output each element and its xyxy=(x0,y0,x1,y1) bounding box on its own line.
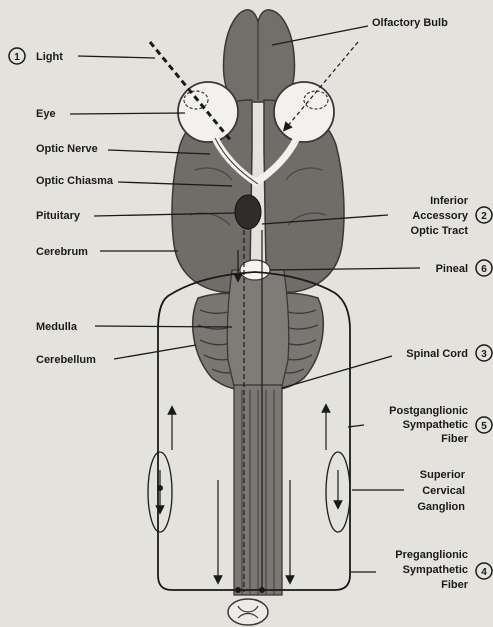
medulla xyxy=(227,270,289,395)
preganglionic-label-3: Fiber xyxy=(441,579,469,591)
preganglionic-number: 4 xyxy=(481,567,487,578)
eye-label: Eye xyxy=(36,108,56,120)
inferior-label-1: Inferior xyxy=(430,195,469,207)
postganglionic-label-2: Sympathetic xyxy=(403,419,468,431)
postganglionic-label-1: Postganglionic xyxy=(389,405,468,417)
superior-label-3: Ganglion xyxy=(417,501,465,513)
light-label: Light xyxy=(36,51,63,63)
pituitary xyxy=(235,195,261,229)
light-number: 1 xyxy=(14,52,20,63)
preganglionic-label-2: Sympathetic xyxy=(403,564,468,576)
optic-chiasma-label: Optic Chiasma xyxy=(36,175,114,187)
postganglionic-number: 5 xyxy=(481,421,487,432)
inferior-number: 2 xyxy=(481,211,487,222)
olfactory-bulb-label: Olfactory Bulb xyxy=(372,17,448,29)
pineal-number: 6 xyxy=(481,264,487,275)
cerebellum-label: Cerebellum xyxy=(36,354,96,366)
preganglionic-label-1: Preganglionic xyxy=(395,549,468,561)
pituitary-label: Pituitary xyxy=(36,210,81,222)
spinal-cross-section xyxy=(228,599,268,625)
eye-right xyxy=(274,82,334,142)
spinal-cord-label: Spinal Cord xyxy=(406,348,468,360)
inferior-label-3: Optic Tract xyxy=(411,225,469,237)
postganglionic-label-3: Fiber xyxy=(441,433,469,445)
superior-label-2: Cervical xyxy=(422,485,465,497)
superior-label-1: Superior xyxy=(420,469,466,481)
optic-nerve-label: Optic Nerve xyxy=(36,143,98,155)
olfactory-bulb xyxy=(224,10,295,102)
spinal-number: 3 xyxy=(481,349,487,360)
medulla-label: Medulla xyxy=(36,321,78,333)
inferior-label-2: Accessory xyxy=(412,210,469,222)
cerebrum-label: Cerebrum xyxy=(36,246,88,258)
pineal-label: Pineal xyxy=(436,263,468,275)
